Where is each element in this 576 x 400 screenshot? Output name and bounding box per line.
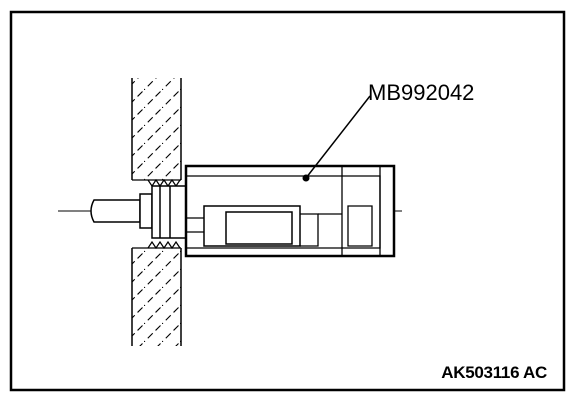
leader-dot xyxy=(302,174,310,182)
tool-leader-line xyxy=(302,95,371,182)
tool-part-number: MB992042 xyxy=(368,80,474,105)
figure-code: AK503116 AC xyxy=(441,363,547,382)
special-tool-body xyxy=(184,164,396,258)
figure-frame xyxy=(9,10,566,392)
